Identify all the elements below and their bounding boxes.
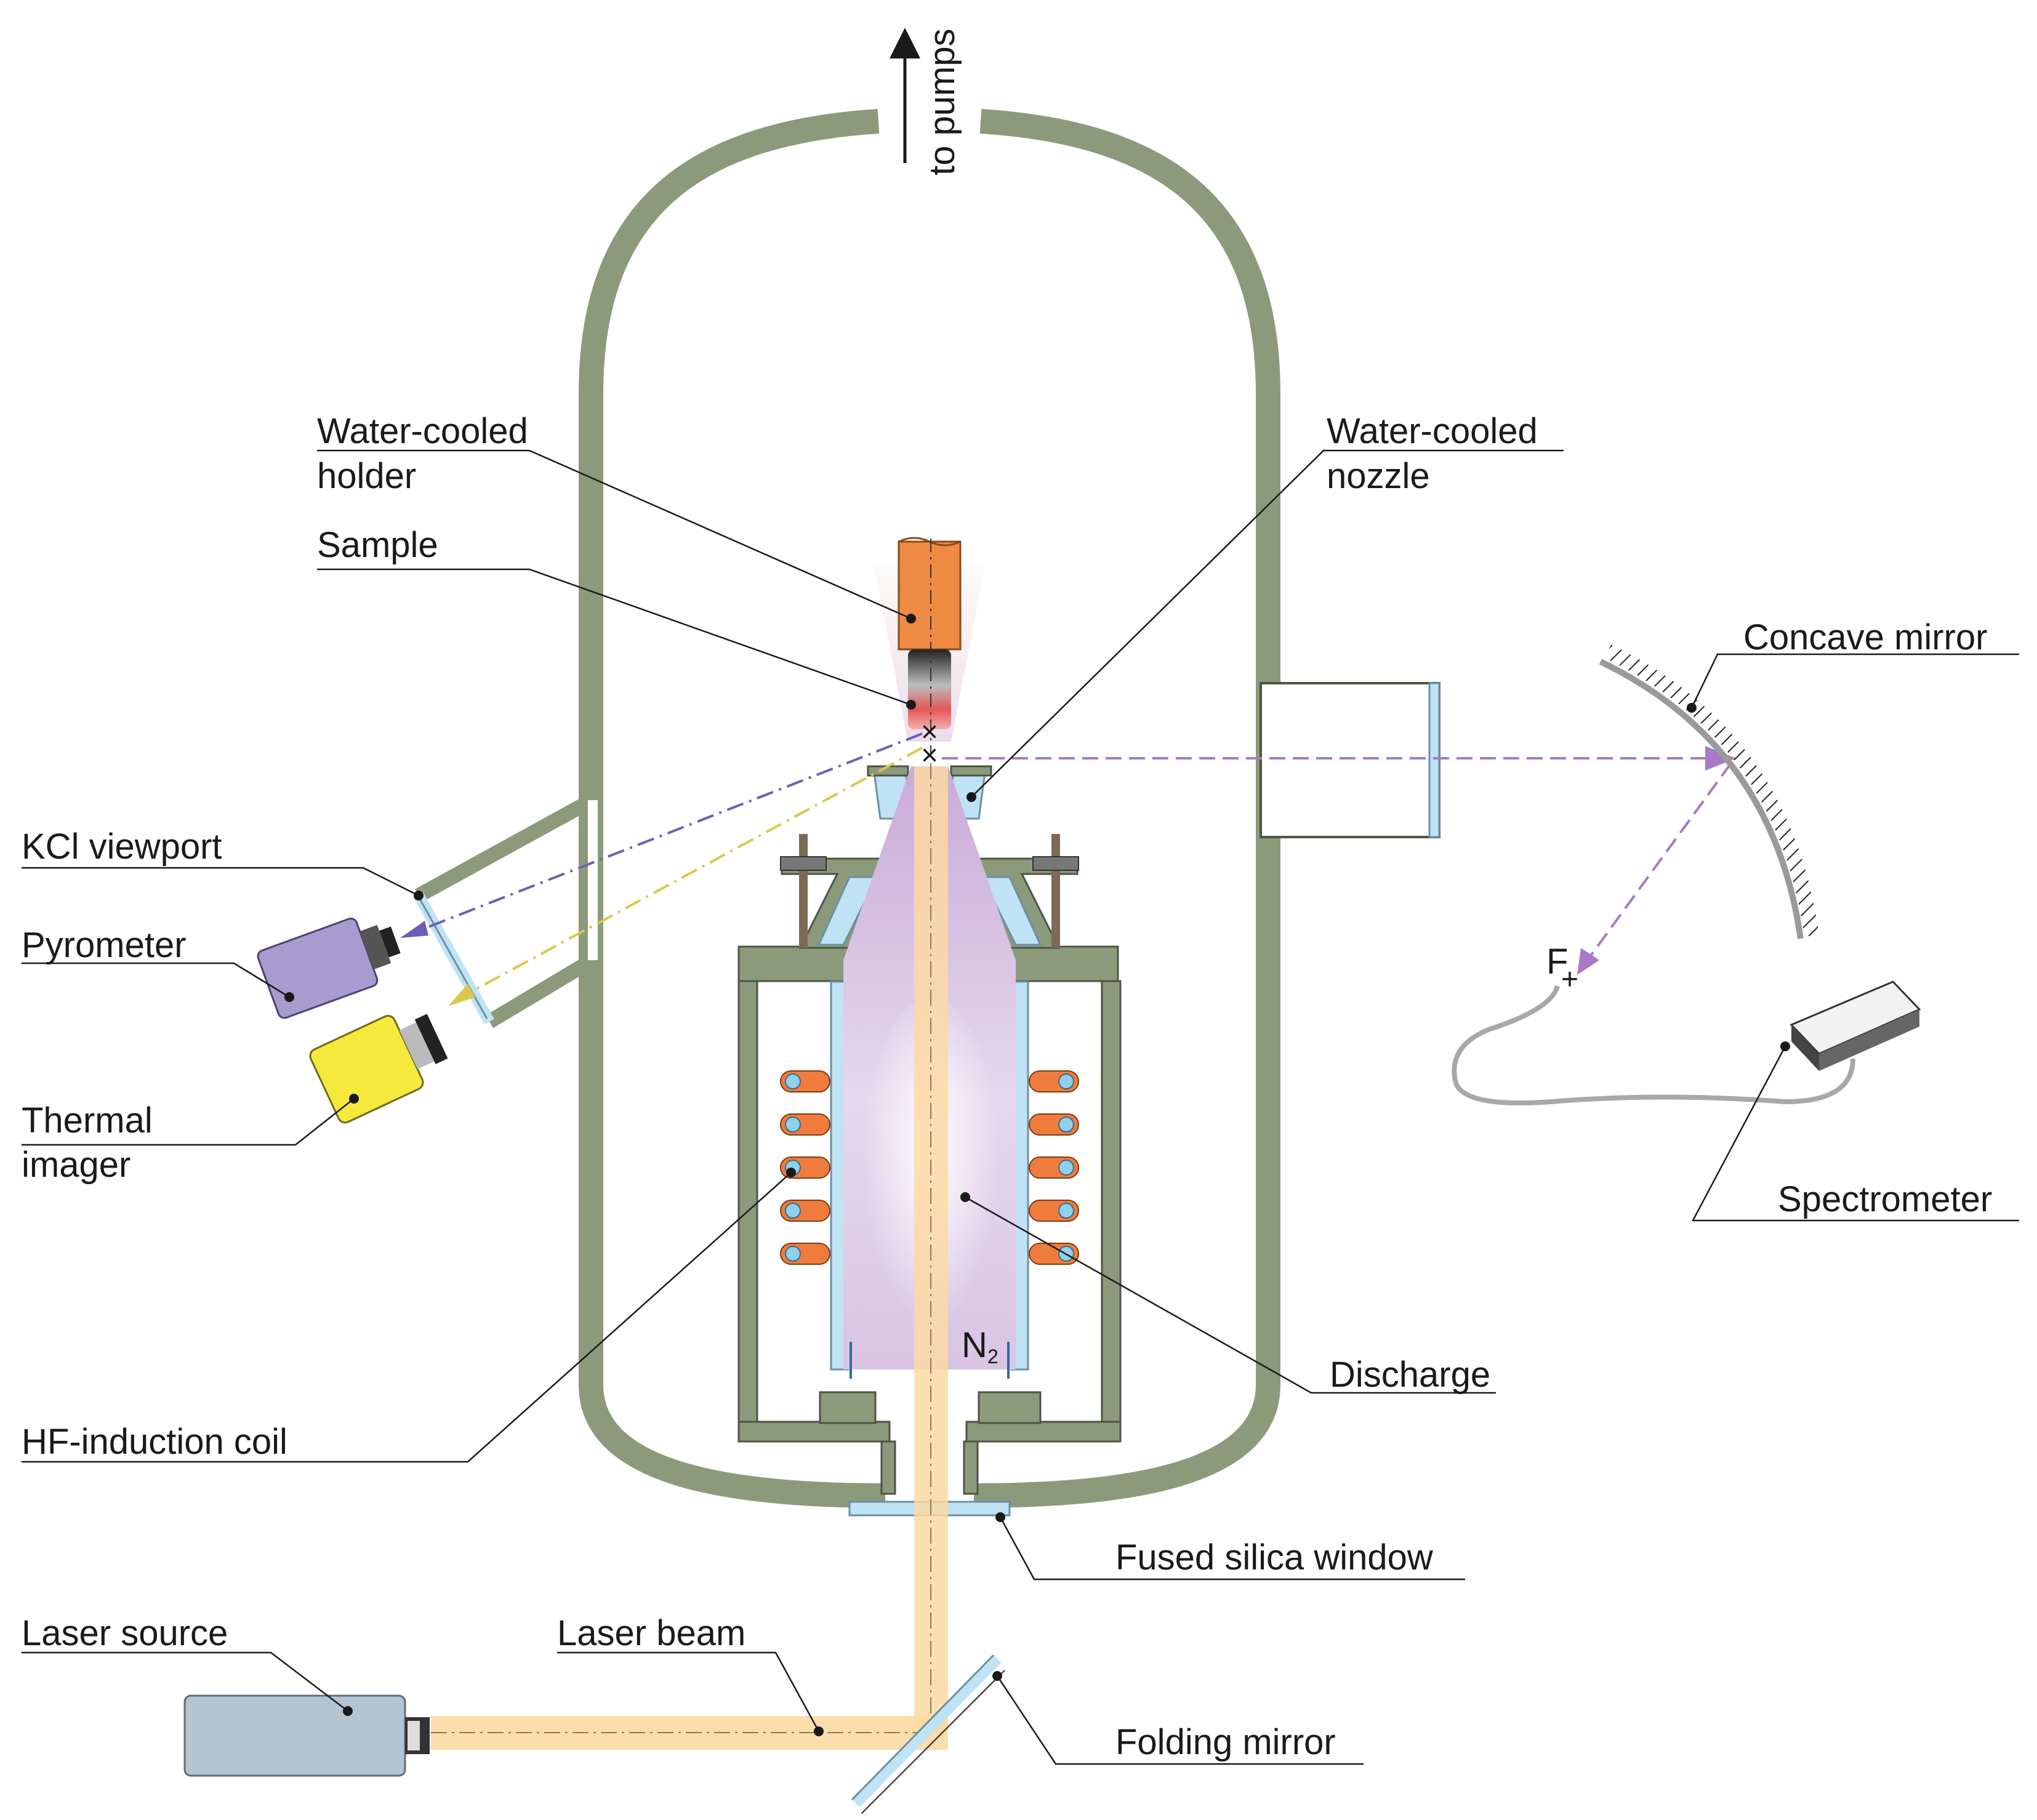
hf-induction-coil xyxy=(780,1070,1079,1265)
label-spectrometer: Spectrometer xyxy=(1778,1179,1992,1219)
label-water-cooled-nozzle-line2: nozzle xyxy=(1327,456,1430,496)
label-kcl-viewport: KCl viewport xyxy=(22,827,222,867)
label-focus-point: F xyxy=(1546,942,1568,982)
folding-mirror xyxy=(851,1654,1006,1816)
label-gas-subscript: 2 xyxy=(987,1345,998,1368)
label-thermal-imager-line2: imager xyxy=(22,1145,131,1185)
label-hf-induction-coil: HF-induction coil xyxy=(22,1422,287,1462)
label-laser-beam: Laser beam xyxy=(557,1613,745,1653)
coil-left xyxy=(780,1070,830,1265)
label-water-cooled-holder-line2: holder xyxy=(317,456,416,496)
to-pumps-label: to pumps xyxy=(922,28,962,175)
label-pyrometer: Pyrometer xyxy=(22,925,187,965)
label-water-cooled-holder-line1: Water-cooled xyxy=(317,411,528,451)
pyrometer xyxy=(257,917,401,1019)
chamber-wall-right xyxy=(973,109,1280,1508)
label-folding-mirror: Folding mirror xyxy=(1115,1722,1336,1762)
thermal-imager xyxy=(309,1014,448,1124)
label-concave-mirror: Concave mirror xyxy=(1743,617,1987,657)
label-sample: Sample xyxy=(317,525,438,565)
focus-point-marker: + xyxy=(1561,963,1578,996)
thermal-imager-line-of-sight xyxy=(455,747,923,1001)
chamber-wall-left xyxy=(579,109,886,1508)
kcl-viewport-port xyxy=(414,793,598,1028)
concave-mirror xyxy=(1599,644,1819,939)
sample xyxy=(908,649,951,729)
label-water-cooled-nozzle-line1: Water-cooled xyxy=(1327,411,1538,451)
vacuum-chamber xyxy=(414,109,1440,1508)
label-laser-source: Laser source xyxy=(22,1613,228,1653)
coil-right xyxy=(1029,1070,1079,1265)
laser-source xyxy=(183,1694,430,1777)
spectroscopy-port-window xyxy=(1428,682,1440,838)
spectrometer xyxy=(1452,980,1921,1105)
laser-beam xyxy=(431,763,948,1750)
sample-holder: × × xyxy=(874,537,985,772)
leader-lines xyxy=(22,449,2019,1765)
svg-text:×: × xyxy=(921,716,938,748)
label-thermal-imager-line1: Thermal xyxy=(22,1100,153,1141)
spectroscopy-line-to-focus xyxy=(1584,762,1732,964)
label-fused-silica-window: Fused silica window xyxy=(1115,1537,1434,1577)
spectroscopy-port xyxy=(1260,682,1440,838)
label-gas: N xyxy=(962,1325,987,1365)
water-cooled-holder xyxy=(898,540,962,651)
label-discharge: Discharge xyxy=(1330,1355,1490,1395)
svg-text:×: × xyxy=(921,739,938,772)
pyrometer-line-of-sight xyxy=(406,732,923,937)
